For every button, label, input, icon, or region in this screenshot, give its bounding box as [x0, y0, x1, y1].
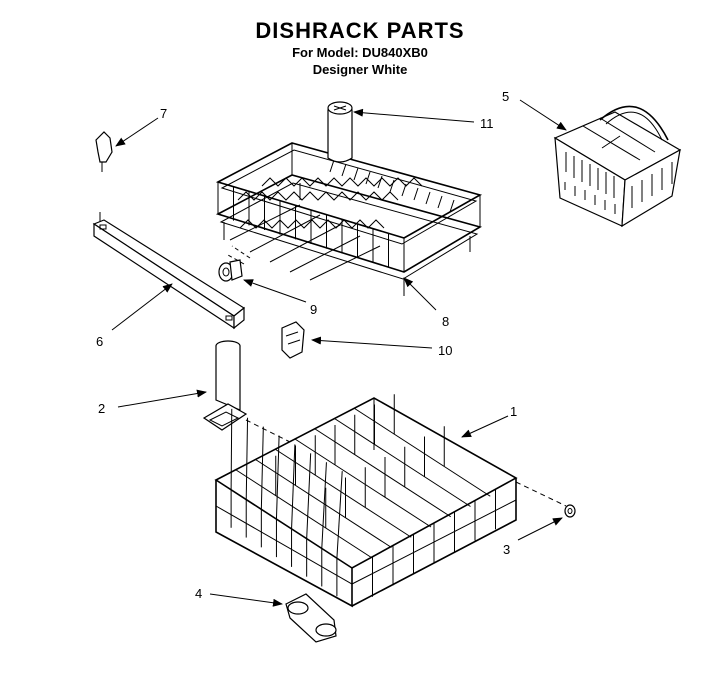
- callout-1: 1: [510, 404, 517, 419]
- callout-3: 3: [503, 542, 510, 557]
- upper-dishrack: [215, 101, 483, 296]
- callout-leaders: [111, 99, 567, 607]
- callout-4: 4: [195, 586, 202, 601]
- rack-wheel: [285, 593, 337, 643]
- callout-2: 2: [98, 401, 105, 416]
- silverware-basket: [553, 105, 682, 228]
- lower-center-post: [202, 340, 291, 443]
- rack-clip: [95, 131, 113, 172]
- callout-10: 10: [438, 343, 452, 358]
- model-line: For Model: DU840XB0: [292, 45, 428, 60]
- rack-stop: [218, 259, 243, 282]
- callout-7: 7: [160, 106, 167, 121]
- color-line: Designer White: [312, 62, 408, 77]
- rack-roller: [564, 504, 576, 518]
- callout-5: 5: [502, 89, 509, 104]
- rack-rail: [92, 212, 251, 330]
- rack-adjuster: [281, 321, 305, 359]
- callout-8: 8: [442, 314, 449, 329]
- lower-dishrack: [214, 394, 567, 608]
- diagram-title: DISHRACK PARTS: [255, 18, 465, 43]
- callout-11: 11: [480, 116, 494, 131]
- callout-9: 9: [310, 302, 317, 317]
- callout-6: 6: [96, 334, 103, 349]
